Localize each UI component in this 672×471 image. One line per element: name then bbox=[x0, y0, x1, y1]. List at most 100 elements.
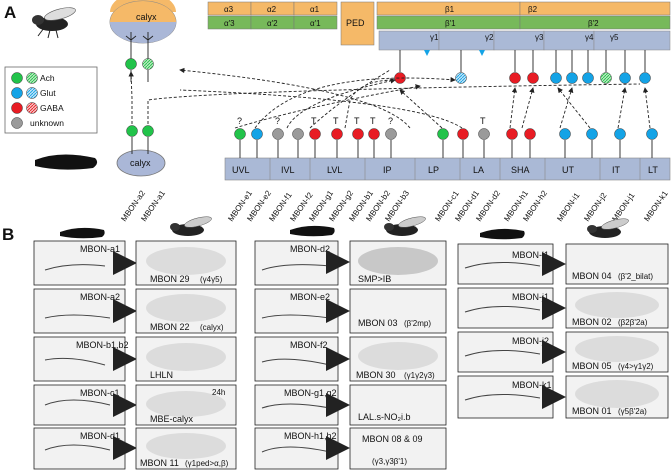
panel-b-col3: MBON-i1 MBON 04 (β'2_bilat) MBON-j1 MBON… bbox=[457, 243, 669, 419]
col3-fly-icon bbox=[587, 218, 629, 238]
legend-glut-dot bbox=[11, 87, 23, 99]
adult-fly-icon bbox=[32, 7, 76, 39]
compartment-ivl: IVL bbox=[281, 165, 295, 175]
larva-image-f2 bbox=[254, 336, 339, 382]
adult-label-mbon02: MBON 02 bbox=[572, 317, 612, 327]
larva-image-e2 bbox=[254, 288, 339, 334]
larva-image-d2 bbox=[254, 240, 339, 286]
panel-b-col2: MBON-d2 SMP>IB MBON-e2 MBON 03 (β'2mp) M… bbox=[254, 240, 447, 470]
alpha-lobes: α3 α2 α1 α'3 α'2 α'1 bbox=[207, 1, 338, 30]
larva-label-h1h2: MBON-h1,h2 bbox=[284, 431, 337, 441]
larva-image-h1h2 bbox=[254, 427, 339, 470]
adult-image-mbon03 bbox=[349, 288, 447, 334]
mbon-label-j2: MBON-j2 bbox=[582, 191, 609, 224]
adult-label-mbon11: MBON 11 bbox=[140, 458, 179, 468]
col1-fly-icon bbox=[170, 216, 212, 236]
larva-label-a1: MBON-a1 bbox=[80, 244, 120, 254]
compartment-sha: SHA bbox=[511, 165, 530, 175]
adult-mbon-dots bbox=[394, 50, 651, 84]
legend-ach-dot bbox=[11, 72, 23, 84]
compartment-it: IT bbox=[612, 165, 621, 175]
svg-text:?: ? bbox=[237, 116, 242, 126]
panel-label-a: A bbox=[4, 3, 16, 22]
legend-gaba-dot bbox=[11, 102, 23, 114]
lobe-alpha-prime1: α'1 bbox=[310, 19, 321, 28]
larva-label-b1b2: MBON-b1,b2 bbox=[76, 340, 129, 350]
compartment-la: LA bbox=[473, 165, 484, 175]
lobe-gamma3: γ3 bbox=[535, 33, 544, 42]
homology-lines bbox=[128, 67, 651, 129]
lobe-gamma4: γ4 bbox=[585, 33, 594, 42]
svg-text:T: T bbox=[311, 116, 317, 126]
adult-label-mbon03: MBON 03 bbox=[358, 318, 398, 328]
adult-note-mbon22: (calyx) bbox=[200, 323, 224, 332]
svg-text:T: T bbox=[333, 116, 339, 126]
adult-calyx: calyx bbox=[109, 0, 177, 60]
mbon-label-i1: MBON-i1 bbox=[555, 191, 582, 224]
compartment-uvl: UVL bbox=[232, 165, 250, 175]
larva-label-e2: MBON-e2 bbox=[290, 292, 330, 302]
adult-note-mbe-calyx: 24h bbox=[212, 388, 225, 397]
adult-calyx-mbon-ach bbox=[125, 58, 137, 70]
adult-label-lhln: LHLN bbox=[150, 370, 173, 380]
larva-label-f2: MBON-f2 bbox=[290, 340, 328, 350]
larva-label-g1g2: MBON-g1,g2 bbox=[284, 388, 337, 398]
svg-text:?: ? bbox=[388, 116, 393, 126]
larva-image-k1 bbox=[457, 375, 554, 419]
larval-calyx-mbon-a2 bbox=[126, 125, 138, 137]
larval-calyx-label: calyx bbox=[130, 158, 151, 168]
adult-label-lal: LAL.s-NO₂i.b bbox=[358, 412, 411, 422]
legend-label-glut: Glut bbox=[40, 88, 56, 98]
adult-label-mbon05: MBON 05 bbox=[572, 361, 612, 371]
col2-fly-icon bbox=[384, 216, 426, 236]
panel-b-col1: MBON-a1 MBON 29 (γ4γ5) MBON-a2 MBON 22 (… bbox=[33, 240, 237, 470]
lobe-beta2: β2 bbox=[528, 5, 538, 14]
gamma-lobes: γ1 γ2 γ3 γ4 γ5 bbox=[378, 30, 671, 56]
ped-label: PED bbox=[346, 18, 365, 28]
larva-label-k1: MBON-k1 bbox=[512, 380, 552, 390]
col1-larva-icon bbox=[60, 227, 105, 239]
lobe-gamma5: γ5 bbox=[610, 33, 619, 42]
adult-label-mbon30: MBON 30 bbox=[356, 370, 396, 380]
adult-note-mbon05: (γ4>γ1γ2) bbox=[618, 362, 654, 371]
larva-label-d1: MBON-d1 bbox=[80, 431, 120, 441]
svg-text:T: T bbox=[354, 116, 360, 126]
lobe-beta-prime1: β'1 bbox=[445, 19, 456, 28]
panel-label-b: B bbox=[2, 225, 14, 244]
larva-label-a2: MBON-a2 bbox=[80, 292, 120, 302]
larva-label-d2: MBON-d2 bbox=[290, 244, 330, 254]
legend-label-gaba: GABA bbox=[40, 103, 64, 113]
adult-image-mbon04 bbox=[565, 243, 669, 285]
larval-compartments: UVL IVL LVL IP LP LA SHA UT IT LT bbox=[224, 157, 671, 181]
mbon-label-j1: MBON-j1 bbox=[610, 191, 637, 224]
lobe-gamma2: γ2 bbox=[485, 33, 494, 42]
larva-icon bbox=[35, 154, 98, 170]
adult-image-mbon08-09 bbox=[349, 427, 447, 470]
lobe-alpha1: α1 bbox=[310, 5, 320, 14]
adult-note-mbon04: (β'2_bilat) bbox=[618, 272, 653, 281]
adult-note-mbon08-09: (γ3,γ3β'1) bbox=[372, 457, 407, 466]
adult-note-mbon01: (γ5β'2a) bbox=[618, 407, 647, 416]
compartment-lvl: LVL bbox=[327, 165, 342, 175]
adult-note-mbon03: (β'2mp) bbox=[404, 319, 431, 328]
legend-label-unknown: unknown bbox=[30, 118, 64, 128]
lobe-alpha3: α3 bbox=[224, 5, 234, 14]
lobe-alpha-prime3: α'3 bbox=[224, 19, 235, 28]
svg-text:T: T bbox=[370, 116, 376, 126]
adult-calyx-label: calyx bbox=[136, 12, 157, 22]
adult-label-mbon29: MBON 29 bbox=[150, 274, 190, 284]
larval-mbon-dots: ? ? T T T T ? T bbox=[234, 116, 658, 158]
lobe-alpha-prime2: α'2 bbox=[267, 19, 278, 28]
adult-note-mbon30: (γ1γ2γ3) bbox=[404, 371, 435, 380]
larval-calyx: calyx bbox=[116, 125, 166, 177]
adult-calyx-mbon-ach-putative bbox=[142, 58, 154, 70]
adult-label-mbon08-09: MBON 08 & 09 bbox=[362, 434, 423, 444]
legend: Ach Glut GABA unknown bbox=[4, 66, 98, 134]
adult-label-mbon04: MBON 04 bbox=[572, 271, 612, 281]
compartment-ut: UT bbox=[562, 165, 574, 175]
larva-label-i1: MBON-i1 bbox=[512, 250, 549, 260]
col2-larva-icon bbox=[290, 225, 335, 237]
col3-larva-icon bbox=[480, 228, 525, 240]
larva-label-j1: MBON-j1 bbox=[512, 292, 549, 302]
compartment-lt: LT bbox=[648, 165, 658, 175]
